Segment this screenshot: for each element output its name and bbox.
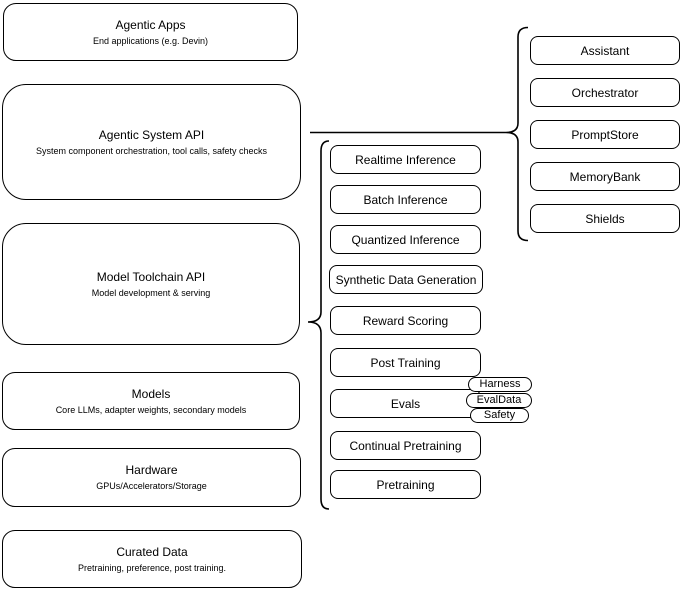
- node-subtitle: GPUs/Accelerators/Storage: [96, 481, 207, 491]
- node-synthetic-data-generation: Synthetic Data Generation: [329, 265, 483, 294]
- pill-label: Harness: [479, 378, 521, 390]
- pill-label: EvalData: [476, 394, 522, 406]
- node-label: Post Training: [370, 355, 441, 370]
- node-label: Evals: [390, 396, 421, 411]
- node-subtitle: System component orchestration, tool cal…: [35, 145, 268, 156]
- pill-harness: Harness: [468, 377, 532, 392]
- node-promptstore: PromptStore: [530, 120, 680, 149]
- node-title: Agentic Apps: [115, 17, 186, 32]
- node-post-training: Post Training: [330, 348, 481, 377]
- node-label: Shields: [585, 211, 625, 226]
- node-title: Agentic System API: [98, 127, 205, 142]
- node-orchestrator: Orchestrator: [530, 78, 680, 107]
- node-models: Models Core LLMs, adapter weights, secon…: [2, 372, 300, 430]
- node-subtitle: Model development & serving: [91, 287, 211, 298]
- node-evals: Evals: [330, 389, 481, 418]
- node-subtitle: End applications (e.g. Devin): [92, 35, 209, 46]
- node-label: Orchestrator: [571, 85, 639, 100]
- node-model-toolchain-api: Model Toolchain API Model development & …: [2, 223, 300, 345]
- node-agentic-apps: Agentic Apps End applications (e.g. Devi…: [3, 3, 298, 61]
- node-label: Realtime Inference: [355, 152, 456, 167]
- node-subtitle: Pretraining, preference, post training.: [77, 562, 227, 573]
- pill-label: Safety: [483, 409, 516, 421]
- node-continual-pretraining: Continual Pretraining: [330, 431, 481, 460]
- node-curated-data: Curated Data Pretraining, preference, po…: [2, 530, 302, 588]
- pill-evaldata: EvalData: [466, 393, 532, 408]
- toolchain-brace: [307, 140, 330, 510]
- node-title: Hardware: [125, 463, 178, 477]
- node-hardware: Hardware GPUs/Accelerators/Storage: [2, 448, 301, 507]
- node-assistant: Assistant: [530, 36, 680, 65]
- node-label: Quantized Inference: [351, 232, 460, 247]
- node-label: Assistant: [580, 43, 630, 58]
- node-memorybank: MemoryBank: [530, 162, 680, 191]
- node-title: Model Toolchain API: [96, 269, 206, 284]
- node-quantized-inference: Quantized Inference: [330, 225, 481, 254]
- node-pretraining: Pretraining: [330, 470, 481, 499]
- node-shields: Shields: [530, 204, 680, 233]
- node-title: Models: [131, 386, 171, 401]
- node-label: PromptStore: [571, 127, 639, 142]
- node-batch-inference: Batch Inference: [330, 185, 481, 214]
- node-subtitle: Core LLMs, adapter weights, secondary mo…: [55, 404, 247, 415]
- node-agentic-system-api: Agentic System API System component orch…: [2, 84, 301, 200]
- node-title: Curated Data: [116, 544, 188, 559]
- node-label: MemoryBank: [569, 169, 641, 184]
- node-label: Continual Pretraining: [349, 438, 462, 453]
- node-realtime-inference: Realtime Inference: [330, 145, 481, 174]
- node-label: Pretraining: [376, 477, 435, 492]
- node-reward-scoring: Reward Scoring: [330, 306, 481, 335]
- node-label: Reward Scoring: [362, 313, 449, 328]
- node-label: Batch Inference: [363, 192, 448, 207]
- node-label: Synthetic Data Generation: [335, 272, 477, 287]
- pill-safety: Safety: [470, 408, 529, 423]
- system-components-brace: [505, 26, 529, 242]
